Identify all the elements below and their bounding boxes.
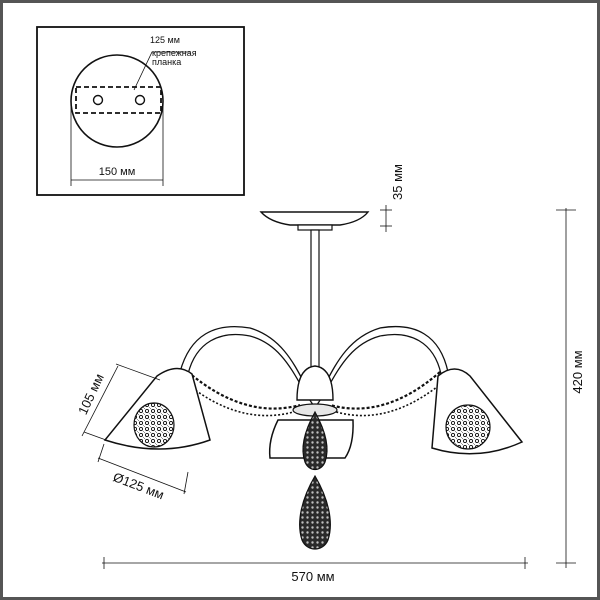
ceiling-base-circle	[70, 54, 164, 148]
shade-right	[431, 368, 524, 455]
bracket-leader-line	[133, 51, 190, 91]
chain-right	[329, 371, 441, 410]
shade-diameter-label: Ø125 мм	[111, 469, 166, 502]
arm-left-inner	[187, 333, 315, 407]
canopy-height-label: 35 мм	[390, 164, 405, 200]
dimensions	[81, 205, 576, 569]
shade-height-ext-top	[115, 363, 161, 381]
central-rod	[310, 229, 320, 373]
shade-diameter-ext-left	[97, 443, 105, 463]
total-width-label: 570 мм	[291, 569, 334, 584]
bracket-hole-left	[92, 94, 104, 106]
shade-right-lace-disc	[445, 404, 491, 450]
bracket-hole-right	[134, 94, 146, 106]
bracket-label-line2: планка	[152, 57, 181, 67]
shade-left-lace-disc	[133, 402, 175, 448]
mounting-inset: 125 мм крепежная планка 150 мм	[36, 26, 245, 196]
center-body	[296, 365, 334, 401]
arm-left	[179, 325, 315, 401]
total-height-label: 420 мм	[570, 350, 585, 393]
chain-right-lower	[329, 377, 449, 417]
mounting-width-label: 125 мм	[150, 35, 180, 45]
base-diameter-label: 150 мм	[99, 166, 136, 178]
shade-height-ext-bottom	[83, 431, 107, 441]
mounting-bracket	[75, 86, 162, 114]
chandelier	[103, 211, 524, 550]
crystal-lower	[299, 474, 331, 550]
shade-diameter-ext-right	[183, 471, 189, 495]
shade-height-dim-line	[81, 365, 119, 437]
shade-left	[103, 367, 211, 450]
bracket-label-line1: крепежная	[152, 48, 197, 58]
chain-left	[187, 371, 301, 410]
shade-height-label: 105 мм	[75, 371, 107, 417]
arm-right-inner	[315, 333, 442, 407]
shade-diameter-dim-line	[97, 457, 187, 493]
crystal-upper	[302, 410, 328, 471]
canopy-neck	[297, 224, 333, 231]
arm-right	[315, 325, 449, 401]
canopy	[259, 211, 370, 226]
